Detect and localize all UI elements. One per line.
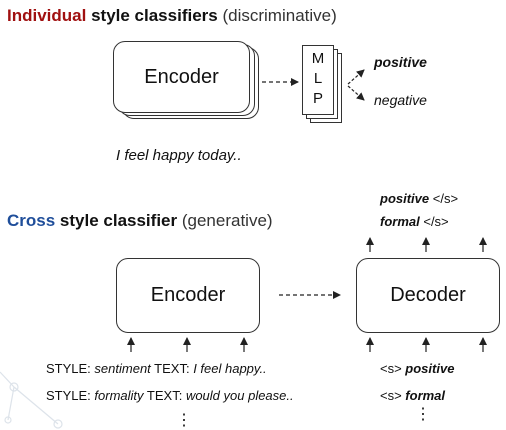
- output-negative: negative: [374, 92, 427, 108]
- decoder-output-formal: formal </s>: [380, 214, 449, 229]
- heading-bold-text: style classifier: [59, 211, 178, 230]
- input-text: I feel happy..: [193, 361, 267, 376]
- input-row-formality: STYLE: formality TEXT: would you please.…: [46, 388, 294, 403]
- encoder-label: Encoder: [150, 284, 226, 306]
- input-style: sentiment: [94, 361, 151, 376]
- decoder-box: Decoder: [356, 258, 500, 333]
- input-style: formality: [94, 388, 144, 403]
- decoder-label: Decoder: [390, 284, 466, 306]
- individual-classifiers-heading: Individual style classifiers (discrimina…: [7, 6, 337, 26]
- decoder-output-positive: positive </s>: [380, 191, 458, 206]
- output-token: </s>: [419, 214, 449, 229]
- input-token: <s>: [380, 388, 406, 403]
- mlp-letter-l: L: [313, 70, 323, 87]
- mlp-letter-p: P: [312, 90, 323, 107]
- input-ellipsis: ⋮: [176, 412, 192, 429]
- heading-paren-text: (generative): [181, 211, 273, 230]
- input-label: positive: [405, 361, 455, 376]
- input-token: <s>: [380, 361, 406, 376]
- heading-paren-text: (discriminative): [222, 6, 337, 25]
- encoder-box-1: Encoder: [113, 41, 250, 113]
- arrow-mlp-to-positive: [347, 69, 365, 85]
- input-mid: TEXT:: [143, 388, 186, 403]
- decorative-network-graphic: [0, 371, 63, 429]
- input-row-sentiment: STYLE: sentiment TEXT: I feel happy..: [46, 361, 267, 376]
- encoder-box-2: Encoder: [116, 258, 260, 333]
- mlp-box: [302, 45, 334, 115]
- encoder-label: Encoder: [144, 65, 219, 88]
- heading-highlight: Cross: [7, 211, 56, 230]
- input-prefix: STYLE:: [46, 388, 95, 403]
- input-sentence: I feel happy today..: [116, 147, 242, 164]
- decoder-input-formal: <s> formal: [380, 388, 445, 403]
- decoder-ellipsis: ⋮: [415, 406, 431, 423]
- cross-classifier-heading: Cross style classifier (generative): [7, 211, 273, 231]
- arrow-mlp-to-negative: [347, 85, 365, 101]
- output-positive: positive: [374, 54, 427, 70]
- heading-bold-text: style classifiers: [91, 6, 218, 25]
- output-label: positive: [380, 191, 430, 206]
- input-mid: TEXT:: [150, 361, 194, 376]
- input-prefix: STYLE:: [46, 361, 95, 376]
- output-token: </s>: [429, 191, 459, 206]
- mlp-label: M L P: [302, 49, 334, 109]
- heading-highlight: Individual: [7, 6, 87, 25]
- output-label: formal: [380, 214, 420, 229]
- decoder-input-positive: <s> positive: [380, 361, 454, 376]
- mlp-letter-m: M: [311, 50, 325, 67]
- input-label: formal: [405, 388, 446, 403]
- input-text: would you please..: [185, 388, 294, 403]
